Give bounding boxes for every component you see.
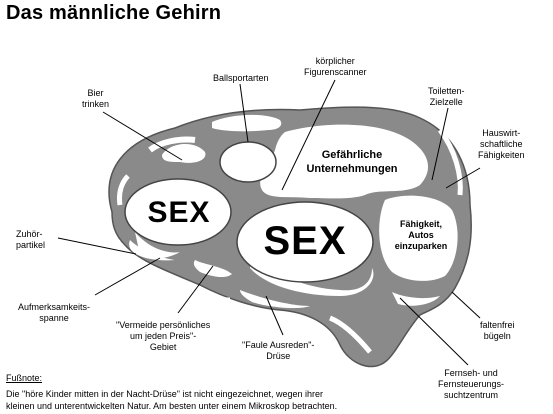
label-fernseh: Fernseh- und Fernsteuerungs- suchtzentru… bbox=[438, 368, 504, 401]
label-aufmerksam-1: Aufmerksamkeits- bbox=[18, 302, 91, 312]
label-fernseh-3: suchtzentrum bbox=[444, 390, 499, 400]
label-vermeide: "Vermeide persönliches um jeden Preis"- … bbox=[116, 320, 210, 353]
label-faltenfrei: faltenfrei bügeln bbox=[480, 320, 515, 342]
label-vermeide-2: um jeden Preis"- bbox=[130, 331, 197, 341]
label-faltenfrei-2: bügeln bbox=[483, 331, 511, 341]
label-bier: Bier trinken bbox=[82, 88, 109, 110]
label-fernseh-2: Fernsteuerungs- bbox=[438, 379, 505, 389]
label-hauswirt-3: Fähigkeiten bbox=[478, 150, 525, 160]
label-toiletten-1: Toiletten- bbox=[428, 86, 465, 96]
ballsport-oval bbox=[219, 141, 277, 183]
sex-small-oval bbox=[124, 178, 232, 246]
footnote-text: Die "höre Kinder mitten in der Nacht-Drü… bbox=[6, 388, 337, 412]
label-zuhoer-2: partikel bbox=[16, 240, 46, 250]
region-gefaehrlich-line2: Unternehmungen bbox=[306, 163, 398, 175]
sex-big-oval bbox=[236, 201, 374, 283]
label-vermeide-3: Gebiet bbox=[149, 342, 177, 352]
label-aufmerksam-2: spanne bbox=[39, 313, 69, 323]
label-zuhoer-1: Zuhör- bbox=[16, 229, 43, 239]
label-faule: "Faule Ausreden"- Drüse bbox=[242, 340, 314, 362]
label-toiletten: Toiletten- Zielzelle bbox=[428, 86, 465, 108]
footnote-line2: kleinen und unterentwickelten Natur. Am … bbox=[6, 401, 338, 411]
region-sex-big: SEX bbox=[263, 219, 347, 263]
region-einparken: Fähigkeit, Autos einzuparken bbox=[388, 219, 454, 252]
label-bier-2: trinken bbox=[82, 99, 110, 109]
label-vermeide-1: "Vermeide persönliches bbox=[116, 320, 211, 330]
label-ballsport: Ballsportarten bbox=[213, 73, 269, 83]
footnote-heading: Fußnote: bbox=[6, 373, 43, 383]
label-faltenfrei-1: faltenfrei bbox=[480, 320, 515, 330]
label-figurenscanner: körplicher Figurenscanner bbox=[304, 56, 367, 78]
region-gefaehrlich: Gefährliche Unternehmungen bbox=[302, 148, 402, 176]
region-gefaehrlich-line1: Gefährliche bbox=[321, 149, 383, 161]
label-zuhoer: Zuhör- partikel bbox=[16, 229, 45, 251]
label-faule-2: Drüse bbox=[266, 351, 291, 361]
region-einparken-line2: Autos bbox=[408, 230, 434, 240]
label-toiletten-2: Zielzelle bbox=[429, 97, 463, 107]
label-hauswirt: Hauswirt- schaftliche Fähigkeiten bbox=[478, 128, 525, 161]
label-figurenscanner-2: Figurenscanner bbox=[304, 67, 367, 77]
label-faule-1: "Faule Ausreden"- bbox=[242, 340, 315, 350]
region-einparken-line1: Fähigkeit, bbox=[399, 219, 442, 229]
region-einparken-line3: einzuparken bbox=[394, 241, 448, 251]
label-fernseh-1: Fernseh- und bbox=[444, 368, 498, 378]
label-aufmerksam: Aufmerksamkeits- spanne bbox=[18, 302, 90, 324]
label-hauswirt-1: Hauswirt- bbox=[482, 128, 521, 138]
region-sex-small: SEX bbox=[147, 196, 211, 229]
label-hauswirt-2: schaftliche bbox=[480, 139, 523, 149]
page-title: Das männliche Gehirn bbox=[6, 2, 222, 24]
footnote-line1: Die "höre Kinder mitten in der Nacht-Drü… bbox=[6, 389, 324, 399]
label-figurenscanner-1: körplicher bbox=[315, 56, 355, 66]
label-bier-1: Bier bbox=[87, 88, 104, 98]
